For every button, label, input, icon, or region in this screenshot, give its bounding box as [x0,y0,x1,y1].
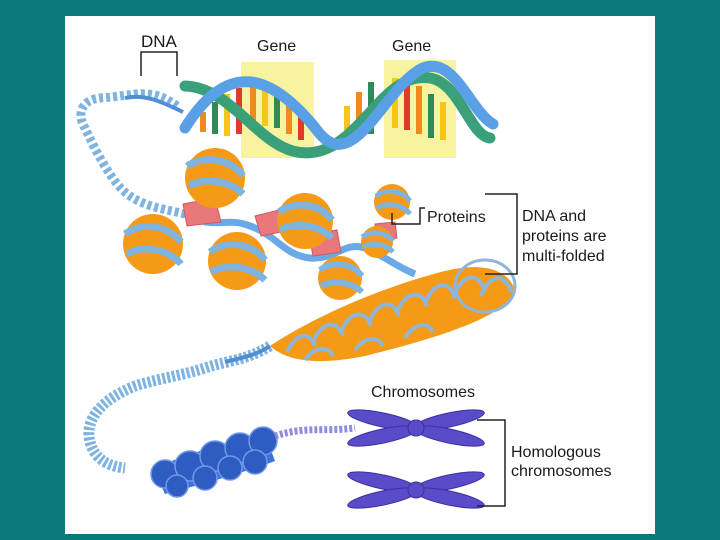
dna-label: DNA [141,32,178,51]
multifolded-label-line1: DNA and [522,208,586,225]
multifolded-label-line3: multi-folded [522,248,605,265]
multifolded-label-line2: proteins are [522,228,607,245]
chromatin-fiber [270,258,517,362]
chromosome [347,471,485,509]
homologous-label-line1: Homologous [511,444,601,461]
dna-strand-blue [179,60,499,150]
homologous-bracket [477,419,506,507]
fiber-coil [83,341,273,474]
nucleosome [360,226,395,258]
condensed-chromatin [150,424,356,498]
gene-label-2: Gene [392,38,431,55]
chromosome [347,409,485,447]
dna-strand-green [179,72,496,159]
homologous-label-line2: chromosomes [511,463,611,480]
proteins-label: Proteins [427,209,486,226]
chromosomes-label: Chromosomes [371,384,475,401]
nucleosome [374,184,413,220]
brackets [140,51,518,507]
nucleosome [318,256,365,300]
nucleosome [122,214,184,274]
dna-coil-left [76,89,187,219]
nucleosome [207,232,268,290]
nucleosomes [122,148,413,300]
proteins-bracket [391,207,425,225]
multifolded-bracket [485,193,518,275]
dna-bracket [140,51,178,76]
nucleosome [185,148,246,208]
chromosome-structure-diagram: DNA Gene Gene Proteins DNA and proteins … [76,32,611,509]
homologous-chromosomes [347,409,485,509]
labels: DNA Gene Gene Proteins DNA and proteins … [141,32,611,480]
diagram-panel: DNA Gene Gene Proteins DNA and proteins … [65,16,655,534]
dna-double-helix [179,60,499,159]
nucleosome [276,193,335,249]
gene-label-1: Gene [257,38,296,55]
